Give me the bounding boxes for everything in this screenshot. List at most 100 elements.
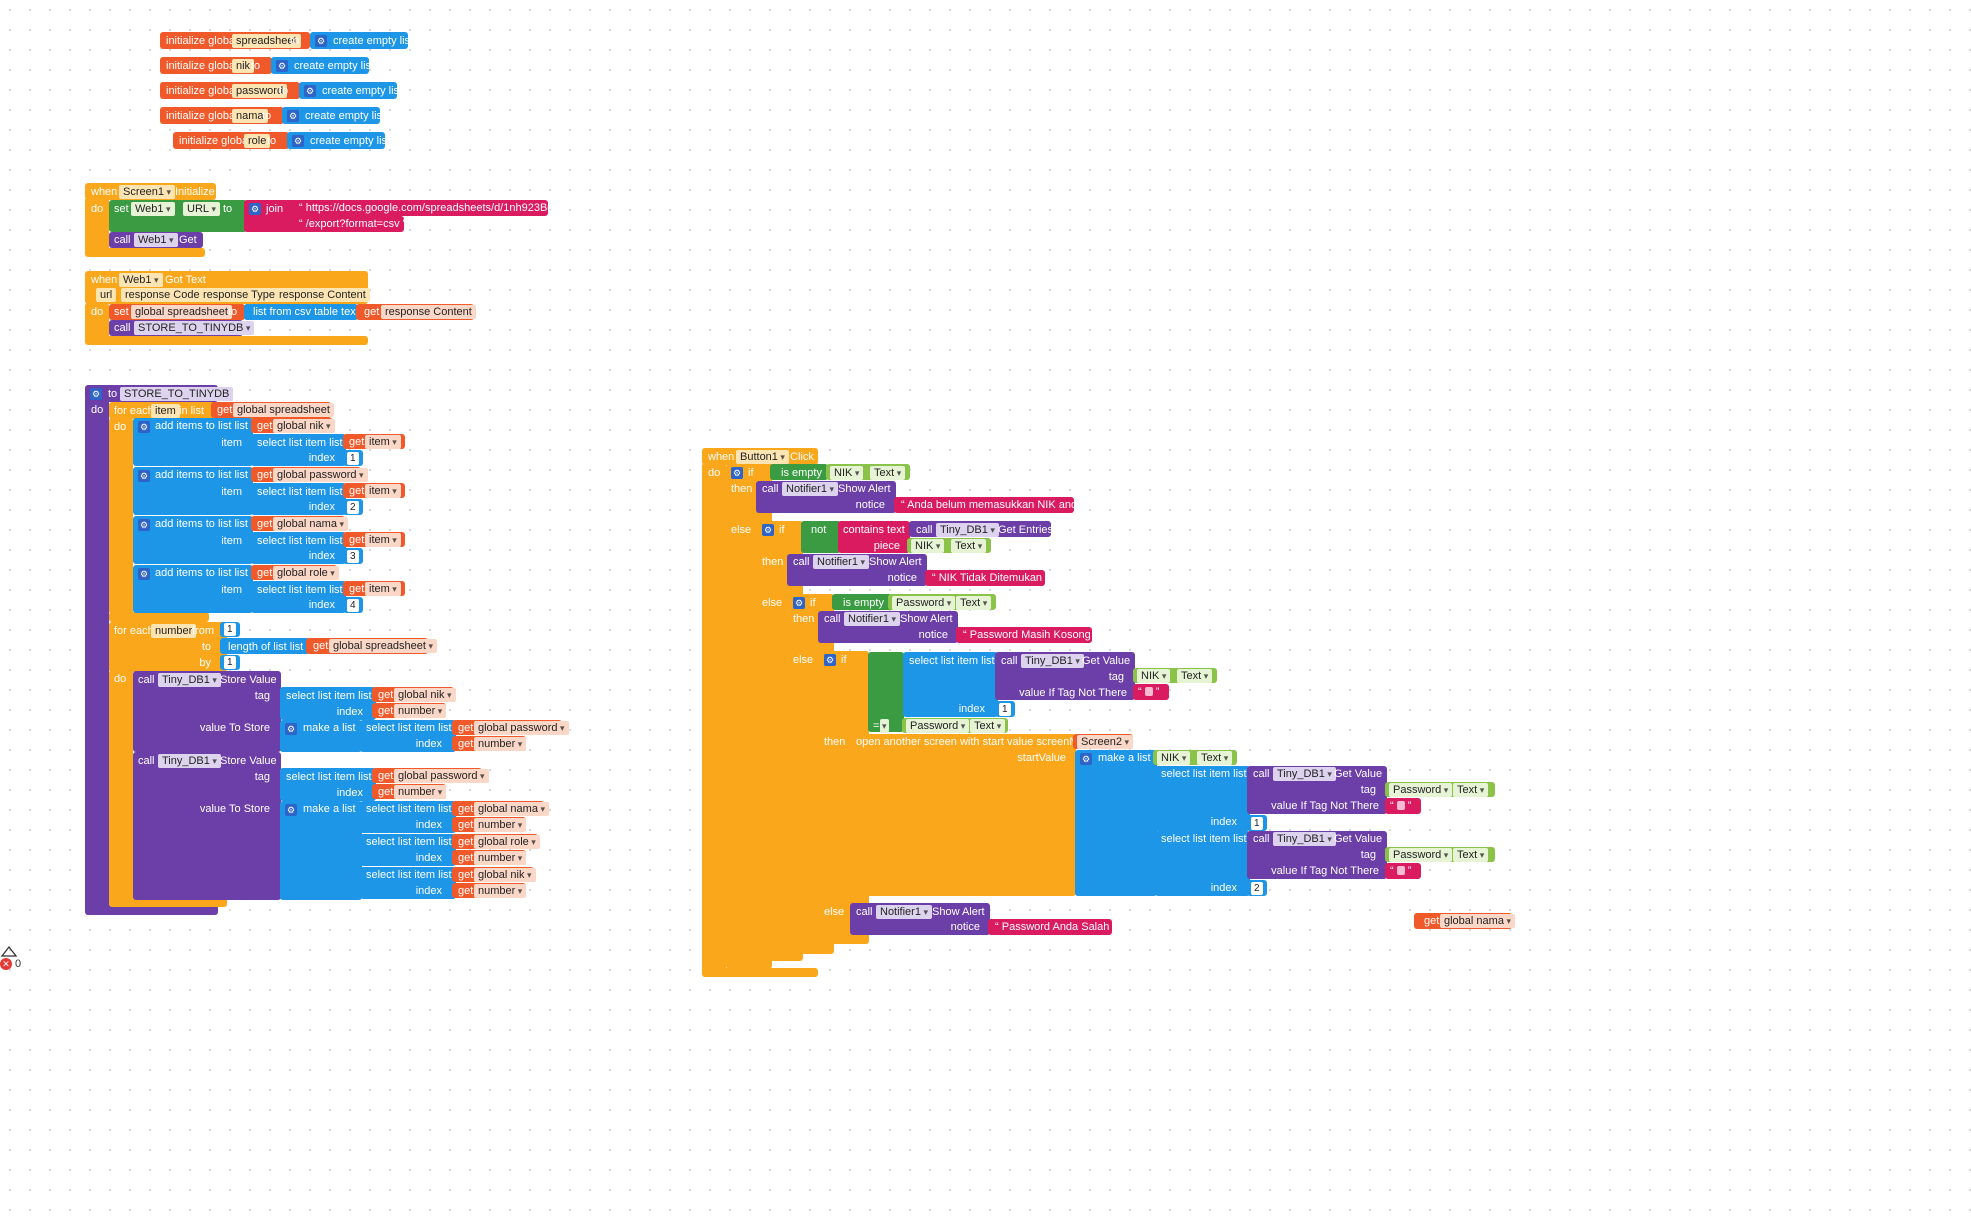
- component-dropdown[interactable]: Tiny_DB1: [158, 673, 221, 687]
- gear-icon[interactable]: ⚙: [138, 519, 150, 531]
- var-dropdown[interactable]: item: [365, 533, 401, 547]
- component-dropdown[interactable]: NIK: [1157, 751, 1191, 765]
- var-dropdown[interactable]: global password: [394, 769, 489, 783]
- var-dropdown[interactable]: global nik: [474, 868, 536, 882]
- var-name-field[interactable]: nama: [232, 109, 268, 123]
- component-dropdown[interactable]: Password: [892, 596, 956, 610]
- component-dropdown[interactable]: Tiny_DB1: [1273, 832, 1336, 846]
- var-dropdown[interactable]: number: [394, 704, 447, 718]
- var-dropdown[interactable]: global spreadsheet: [131, 305, 232, 319]
- var-dropdown[interactable]: response Content: [381, 305, 476, 319]
- component-dropdown[interactable]: Tiny_DB1: [158, 754, 221, 768]
- gear-icon[interactable]: ⚙: [276, 60, 288, 72]
- component-dropdown[interactable]: Screen1: [119, 185, 176, 199]
- var-dropdown[interactable]: number: [474, 737, 527, 751]
- gear-icon[interactable]: ⚙: [287, 110, 299, 122]
- create-empty-list-block[interactable]: [287, 132, 385, 149]
- index-number[interactable]: 1: [347, 452, 359, 465]
- index-number[interactable]: 4: [347, 599, 359, 612]
- gear-icon[interactable]: ⚙: [138, 568, 150, 580]
- gear-icon[interactable]: ⚙: [285, 723, 297, 735]
- make-a-list-block[interactable]: [1075, 750, 1157, 896]
- gear-icon[interactable]: ⚙: [315, 35, 327, 47]
- gear-icon[interactable]: ⚙: [292, 135, 304, 147]
- property-dropdown[interactable]: Text: [970, 719, 1006, 733]
- property-dropdown[interactable]: Text: [1197, 751, 1233, 765]
- procedure-dropdown[interactable]: STORE_TO_TINYDB: [134, 321, 255, 335]
- loop-var-field[interactable]: item: [151, 404, 180, 418]
- open-another-screen-block[interactable]: [850, 734, 1076, 896]
- component-dropdown[interactable]: Notifier1: [813, 555, 869, 569]
- by-number[interactable]: 1: [224, 656, 236, 669]
- component-dropdown[interactable]: Tiny_DB1: [936, 523, 999, 537]
- index-number[interactable]: 2: [1251, 882, 1263, 895]
- index-number[interactable]: 1: [999, 703, 1011, 716]
- gear-icon[interactable]: ⚙: [731, 467, 743, 479]
- component-dropdown[interactable]: Password: [1389, 783, 1453, 797]
- param-response-code[interactable]: response Code: [121, 288, 204, 302]
- list-from-csv-block[interactable]: [244, 304, 358, 320]
- gear-icon[interactable]: ⚙: [249, 203, 261, 215]
- var-dropdown[interactable]: global password: [273, 468, 368, 482]
- gear-icon[interactable]: ⚙: [793, 597, 805, 609]
- var-dropdown[interactable]: number: [394, 785, 447, 799]
- var-dropdown[interactable]: global nama: [1440, 914, 1515, 928]
- gear-icon[interactable]: ⚙: [138, 470, 150, 482]
- screen-dropdown[interactable]: Screen2: [1077, 735, 1134, 749]
- create-empty-list-block[interactable]: [271, 57, 369, 74]
- var-dropdown[interactable]: global role: [474, 835, 540, 849]
- var-dropdown[interactable]: item: [365, 582, 401, 596]
- property-dropdown[interactable]: Text: [956, 596, 992, 610]
- operator-dropdown[interactable]: [880, 719, 889, 733]
- var-dropdown[interactable]: global role: [273, 566, 339, 580]
- var-dropdown[interactable]: global nik: [273, 419, 335, 433]
- component-dropdown[interactable]: Notifier1: [876, 905, 932, 919]
- procedure-name-field[interactable]: STORE_TO_TINYDB: [120, 387, 234, 401]
- index-number[interactable]: 1: [1251, 817, 1263, 830]
- var-dropdown[interactable]: item: [365, 435, 401, 449]
- var-dropdown[interactable]: global spreadsheet: [329, 639, 437, 653]
- gear-icon[interactable]: ⚙: [824, 654, 836, 666]
- gear-icon[interactable]: ⚙: [285, 804, 297, 816]
- create-empty-list-block[interactable]: [299, 82, 397, 99]
- var-dropdown[interactable]: item: [365, 484, 401, 498]
- var-dropdown[interactable]: number: [474, 818, 527, 832]
- param-response-type[interactable]: response Type: [199, 288, 279, 302]
- component-dropdown[interactable]: Web1: [134, 233, 178, 247]
- component-dropdown[interactable]: Tiny_DB1: [1021, 654, 1084, 668]
- property-dropdown[interactable]: Text: [1177, 669, 1213, 683]
- from-number[interactable]: 1: [224, 623, 236, 636]
- component-dropdown[interactable]: Notifier1: [782, 482, 838, 496]
- component-dropdown[interactable]: Password: [1389, 848, 1453, 862]
- property-dropdown[interactable]: URL: [183, 202, 221, 216]
- var-dropdown[interactable]: global nik: [394, 688, 456, 702]
- gear-icon[interactable]: ⚙: [1080, 753, 1092, 765]
- warning-toggle-icon[interactable]: [0, 944, 18, 958]
- property-dropdown[interactable]: Text: [870, 466, 906, 480]
- var-name-field[interactable]: role: [244, 134, 271, 148]
- var-dropdown[interactable]: global nama: [273, 517, 348, 531]
- property-dropdown[interactable]: Text: [951, 539, 987, 553]
- var-name-field[interactable]: spreadsheet: [232, 34, 301, 48]
- error-indicator[interactable]: ✕0: [0, 958, 21, 970]
- var-dropdown[interactable]: global spreadsheet: [233, 403, 334, 417]
- param-response-content[interactable]: response Content: [275, 288, 370, 302]
- property-dropdown[interactable]: Text: [1453, 848, 1489, 862]
- var-name-field[interactable]: password: [232, 84, 288, 98]
- gear-icon[interactable]: ⚙: [90, 388, 102, 400]
- component-dropdown[interactable]: Password: [906, 719, 970, 733]
- component-dropdown[interactable]: NIK: [830, 466, 864, 480]
- component-dropdown[interactable]: Button1: [736, 450, 789, 464]
- component-dropdown[interactable]: NIK: [1137, 669, 1171, 683]
- component-dropdown[interactable]: Web1: [119, 273, 163, 287]
- component-dropdown[interactable]: NIK: [911, 539, 945, 553]
- var-dropdown[interactable]: number: [474, 884, 527, 898]
- component-dropdown[interactable]: Web1: [131, 202, 175, 216]
- component-dropdown[interactable]: Notifier1: [844, 612, 900, 626]
- index-number[interactable]: 2: [347, 501, 359, 514]
- component-dropdown[interactable]: Tiny_DB1: [1273, 767, 1336, 781]
- index-number[interactable]: 3: [347, 550, 359, 563]
- var-dropdown[interactable]: global password: [474, 721, 569, 735]
- gear-icon[interactable]: ⚙: [138, 421, 150, 433]
